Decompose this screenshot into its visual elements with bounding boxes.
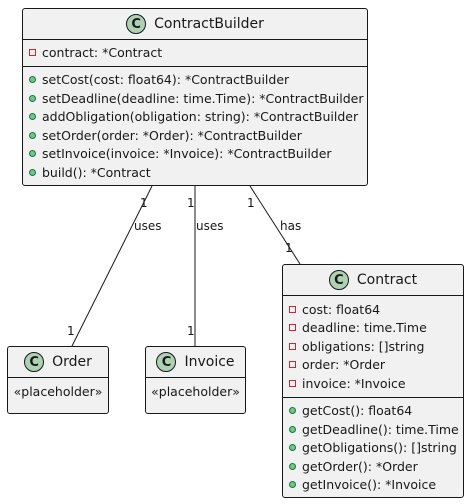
method-text: getDeadline(): time.Time [302,421,459,437]
class-contract-builder[interactable]: C ContractBuilder contract: *Contract se… [22,8,368,186]
private-icon [289,305,296,313]
public-icon [29,168,36,176]
field-text: order: *Order [302,357,386,373]
class-title: Order [52,354,92,370]
method-text: getObligations(): []string [302,440,457,456]
field-row: obligations: []string [289,337,457,356]
field-text: contract: *Contract [42,44,163,60]
class-header: C ContractBuilder [23,9,367,39]
method-row: setCost(cost: float64): *ContractBuilder [29,71,361,90]
fields-compartment: contract: *Contract [23,39,367,66]
method-row: getOrder(): *Order [289,457,457,476]
uses-order-to-mult: 1 [67,324,75,338]
method-text: addObligation(obligation: string): *Cont… [42,109,359,125]
fields-compartment: cost: float64 deadline: time.Time obliga… [283,295,463,397]
has-label: has [280,219,302,233]
private-icon [29,48,36,56]
class-c-icon: C [328,270,349,290]
field-text: deadline: time.Time [302,320,427,336]
method-row: getInvoice(): *Invoice [289,476,457,495]
has-contract-line [249,185,301,265]
class-c-icon: C [24,352,45,372]
method-row: build(): *Contract [29,163,361,182]
public-icon [289,481,296,489]
class-title: ContractBuilder [154,16,264,32]
class-header: C Contract [283,265,463,295]
has-to-mult: 1 [285,241,293,255]
public-icon [289,444,296,452]
stereotype-label: «placeholder» [146,377,245,405]
method-row: setInvoice(invoice: *Invoice): *Contract… [29,145,361,164]
has-from-mult: 1 [247,196,255,210]
class-order[interactable]: C Order «placeholder» [7,346,109,414]
private-icon [289,379,296,387]
public-icon [29,94,36,102]
stereotype-label: «placeholder» [8,377,108,405]
uses-order-line [71,185,153,347]
class-title: Contract [356,272,418,288]
field-row: cost: float64 [289,300,457,319]
public-icon [29,150,36,158]
uses-order-from-mult: 1 [140,196,148,210]
public-icon [29,76,36,84]
field-text: invoice: *Invoice [302,375,406,391]
field-row: contract: *Contract [29,43,361,62]
method-row: getDeadline(): time.Time [289,420,459,439]
field-text: obligations: []string [302,338,425,354]
field-text: cost: float64 [302,301,381,317]
public-icon [289,462,296,470]
uses-order-label: uses [134,219,162,233]
method-row: setDeadline(deadline: time.Time): *Contr… [29,89,364,108]
public-icon [289,407,296,415]
class-c-icon: C [156,352,177,372]
class-title: Invoice [184,354,235,370]
methods-compartment: getCost(): float64 getDeadline(): time.T… [283,396,463,499]
methods-compartment: setCost(cost: float64): *ContractBuilder… [23,65,367,186]
public-icon [289,425,296,433]
uses-invoice-from-mult: 1 [187,196,195,210]
field-row: invoice: *Invoice [289,374,457,393]
method-row: getCost(): float64 [289,402,457,421]
field-row: order: *Order [289,356,457,375]
field-row: deadline: time.Time [289,319,457,338]
private-icon [289,324,296,332]
method-text: getOrder(): *Order [302,458,418,474]
public-icon [29,113,36,121]
uses-invoice-to-mult: 1 [187,324,195,338]
class-header: C Order [8,347,108,377]
method-row: getObligations(): []string [289,439,457,458]
method-text: build(): *Contract [42,164,151,180]
class-invoice[interactable]: C Invoice «placeholder» [145,346,246,414]
method-text: setCost(cost: float64): *ContractBuilder [42,72,290,88]
method-text: getInvoice(): *Invoice [302,477,437,493]
method-text: getCost(): float64 [302,403,413,419]
method-row: setOrder(order: *Order): *ContractBuilde… [29,126,361,145]
class-c-icon: C [126,14,147,34]
class-contract[interactable]: C Contract cost: float64 deadline: time.… [282,264,464,498]
uses-invoice-label: uses [196,219,224,233]
private-icon [289,342,296,350]
method-text: setInvoice(invoice: *Invoice): *Contract… [42,146,332,162]
class-header: C Invoice [146,347,245,377]
method-row: addObligation(obligation: string): *Cont… [29,108,361,127]
private-icon [289,361,296,369]
method-text: setOrder(order: *Order): *ContractBuilde… [42,127,302,143]
public-icon [29,131,36,139]
method-text: setDeadline(deadline: time.Time): *Contr… [42,90,364,106]
